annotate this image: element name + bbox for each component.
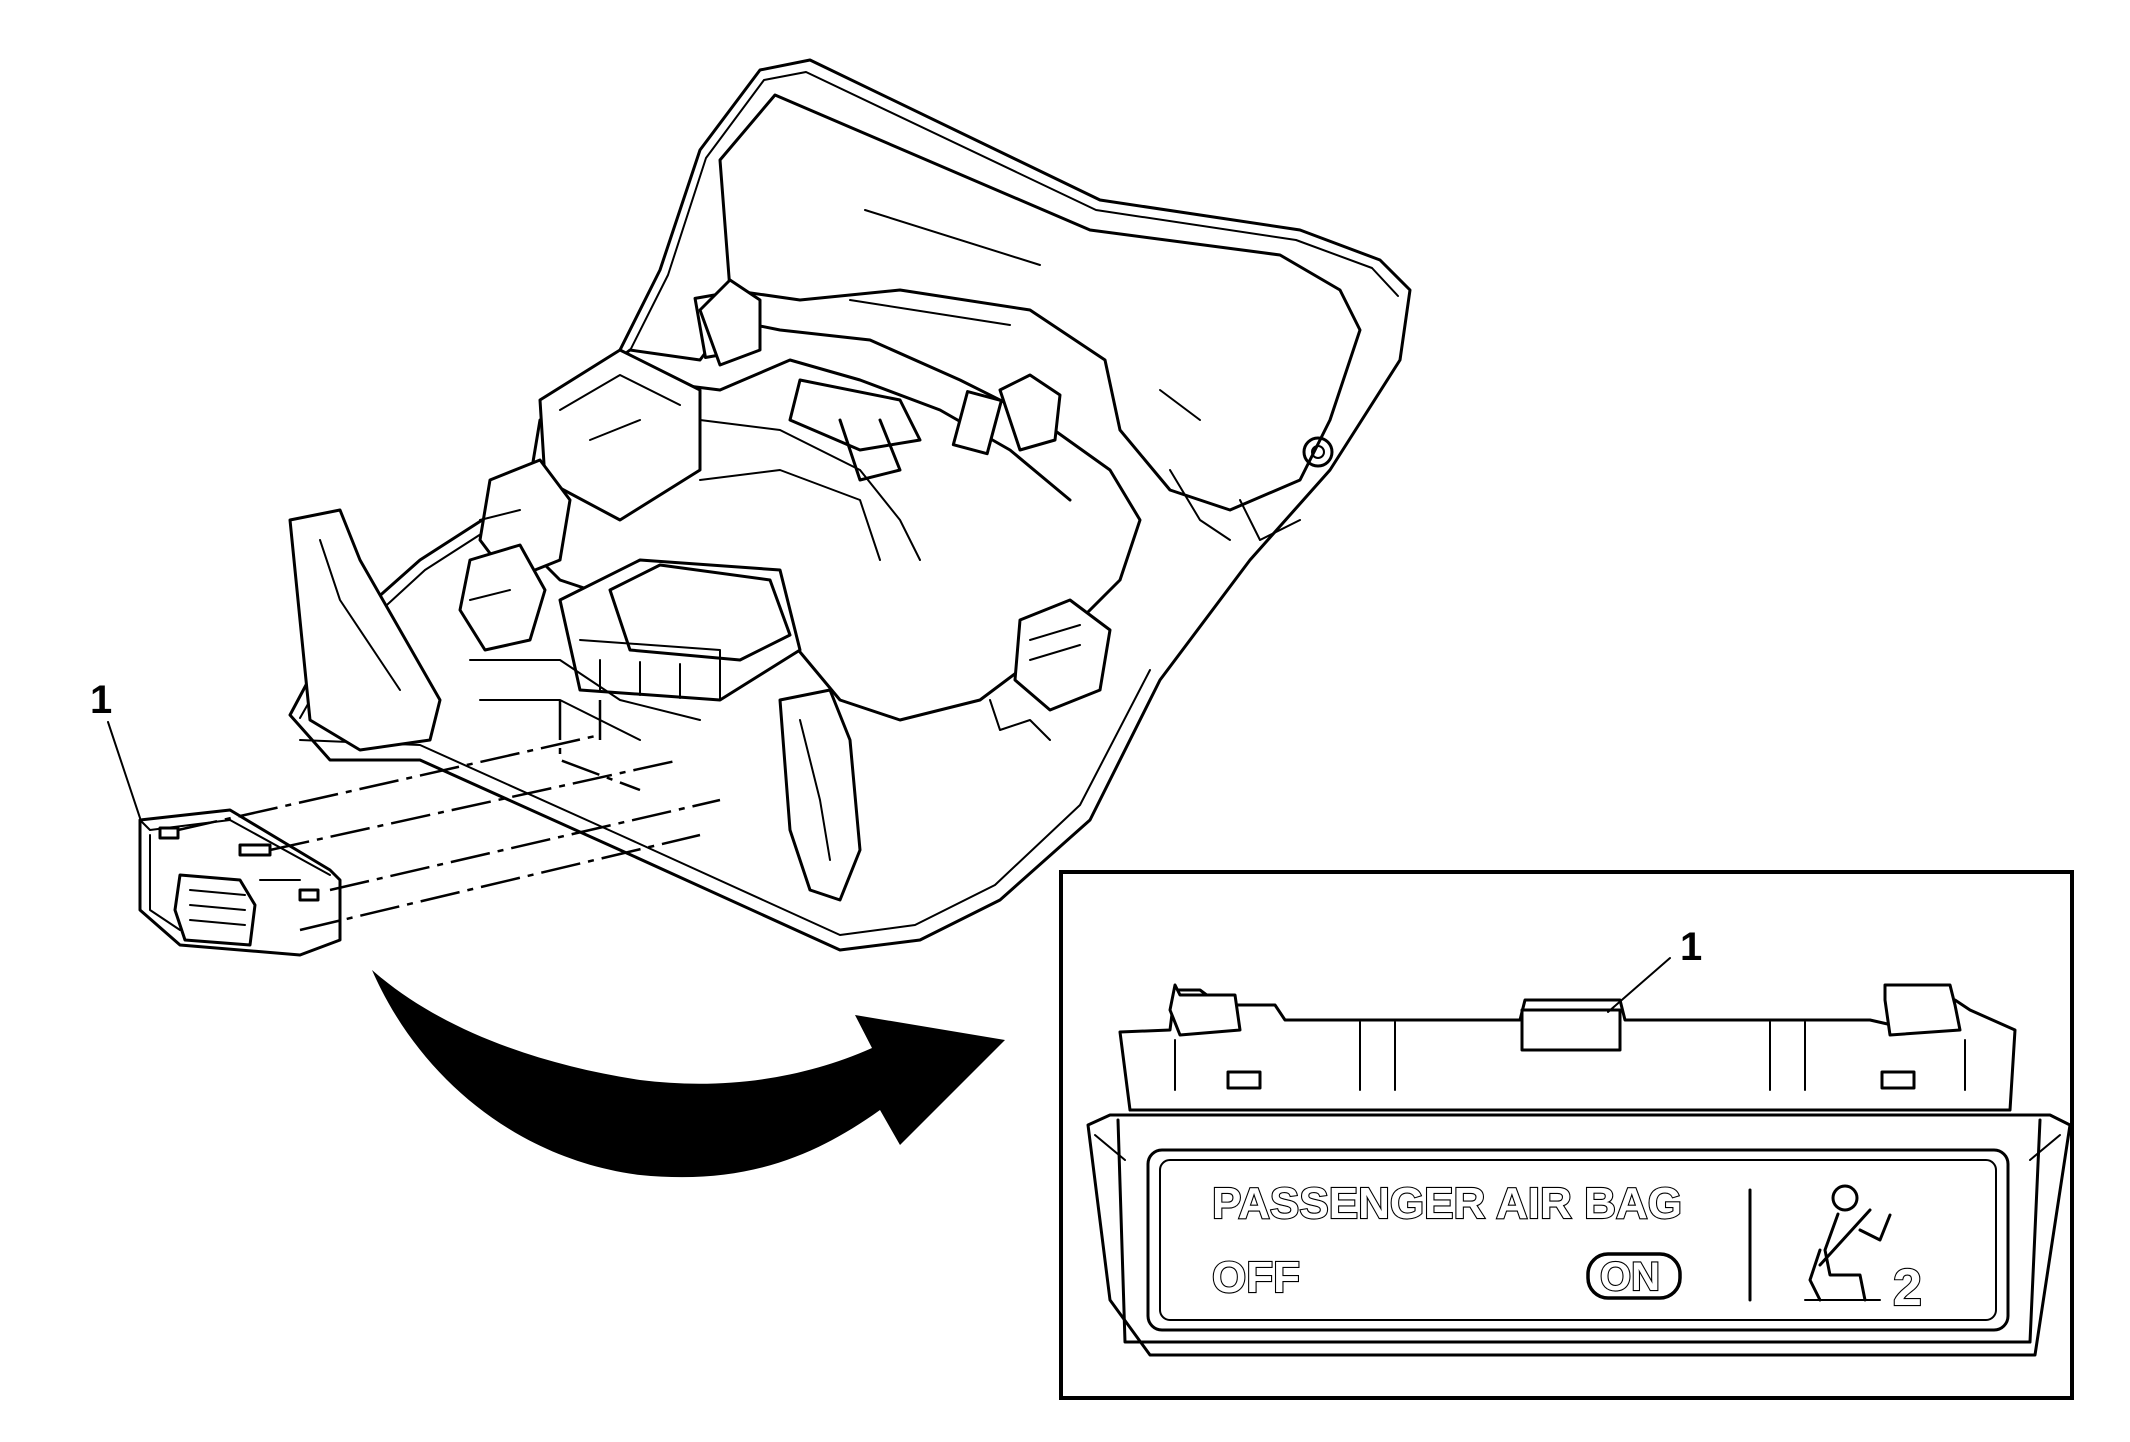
curved-arrow-icon (372, 970, 1005, 1178)
indicator-module-removed (138, 808, 342, 957)
passenger-airbag-title: PASSENGER AIR BAG (1212, 1179, 1682, 1228)
callout-leader-main (107, 721, 141, 819)
airbag-on-indicator-frame (1586, 1252, 1682, 1300)
seat-position-number: 2 (1893, 1259, 1922, 1317)
callout-label-detail: 1 (1680, 925, 1702, 969)
alignment-lines (177, 700, 721, 932)
seatbelt-occupant-icon (1804, 1184, 1892, 1302)
airbag-off-label: OFF (1212, 1253, 1300, 1302)
indicator-module-detail (1086, 983, 2072, 1357)
callout-label-main: 1 (90, 678, 112, 722)
airbag-on-label: ON (1600, 1255, 1660, 1299)
callout-leader-detail (1607, 957, 1671, 1013)
console-frame (288, 278, 1142, 902)
